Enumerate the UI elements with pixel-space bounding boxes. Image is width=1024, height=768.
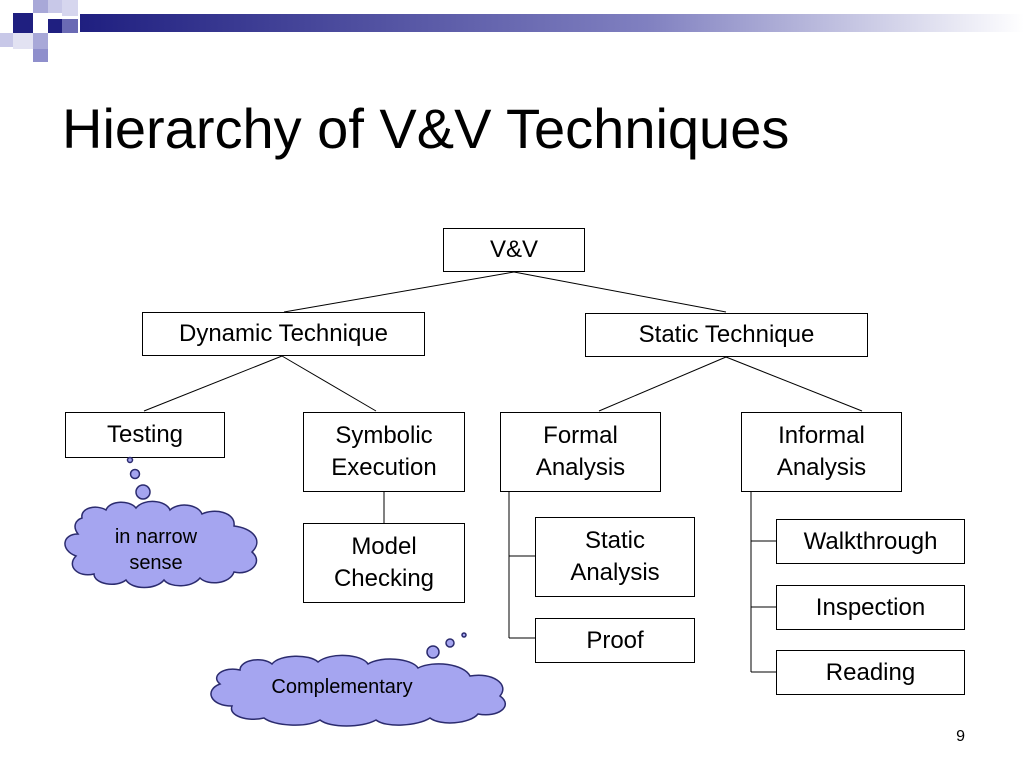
header-decoration <box>0 0 1024 62</box>
page-number: 9 <box>956 728 965 745</box>
node-symbolic-execution: Symbolic Execution <box>303 412 465 492</box>
node-formal-analysis: Formal Analysis <box>500 412 661 492</box>
node-testing: Testing <box>65 412 225 458</box>
node-informal-analysis: Informal Analysis <box>741 412 902 492</box>
node-static-technique: Static Technique <box>585 313 868 357</box>
node-walkthrough: Walkthrough <box>776 519 965 564</box>
node-inspection: Inspection <box>776 585 965 630</box>
node-vv: V&V <box>443 228 585 272</box>
node-proof: Proof <box>535 618 695 663</box>
node-static-analysis: Static Analysis <box>535 517 695 597</box>
cloud-complementary <box>210 654 507 727</box>
node-model-checking: Model Checking <box>303 523 465 603</box>
callout-narrow-sense: in narrow sense <box>114 526 198 574</box>
node-reading: Reading <box>776 650 965 695</box>
cloud-narrow-sense <box>64 500 258 589</box>
callout-complementary: Complementary <box>271 676 413 698</box>
slide-title: Hierarchy of V&V Techniques <box>62 97 790 160</box>
node-dynamic-technique: Dynamic Technique <box>142 312 425 356</box>
